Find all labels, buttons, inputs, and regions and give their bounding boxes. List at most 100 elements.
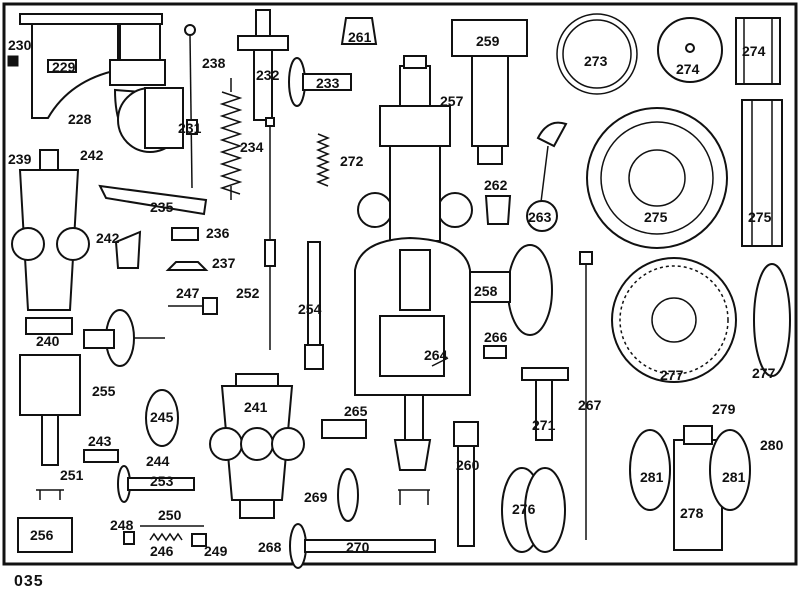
label-271: 271	[532, 417, 556, 433]
part-278-frame	[629, 425, 751, 551]
part-232-gear	[237, 9, 289, 121]
part-258-pulley	[469, 244, 553, 336]
label-279: 279	[712, 401, 736, 417]
label-269: 269	[304, 489, 328, 505]
label-261: 261	[348, 29, 372, 45]
part-271-spool	[521, 367, 569, 441]
part-240-pulley	[83, 309, 165, 367]
label-239: 239	[8, 151, 32, 167]
label-241: 241	[244, 399, 268, 415]
part-264-pointer	[431, 357, 449, 367]
part-261-cap	[340, 17, 378, 45]
label-233: 233	[316, 75, 340, 91]
part-242-clip	[114, 230, 142, 269]
part-237-wingnut	[165, 261, 209, 271]
label-275b: 275	[748, 209, 772, 225]
part-245-pulley	[145, 389, 179, 447]
part-270-shaft	[289, 523, 436, 569]
part-269-gear	[337, 468, 359, 522]
part-275-edge	[741, 99, 783, 247]
label-268: 268	[258, 539, 282, 555]
label-255: 255	[92, 383, 116, 399]
part-263-lever	[526, 121, 568, 232]
label-265: 265	[344, 403, 368, 419]
part-262-nozzle	[484, 195, 512, 225]
label-244: 244	[146, 453, 170, 469]
part-277-edge	[753, 263, 791, 377]
label-242a: 242	[80, 147, 104, 163]
label-229: 229	[52, 59, 76, 75]
label-277b: 277	[752, 365, 776, 381]
label-235: 235	[150, 199, 174, 215]
label-237: 237	[212, 255, 236, 271]
part-239-governor	[11, 149, 90, 500]
label-254: 254	[298, 301, 322, 317]
part-249-clip	[191, 533, 207, 547]
label-236: 236	[206, 225, 230, 241]
part-274-pulley	[735, 17, 781, 85]
label-238: 238	[202, 55, 226, 71]
part-256-base	[17, 517, 73, 553]
label-252: 252	[236, 285, 260, 301]
label-258: 258	[474, 283, 498, 299]
label-247: 247	[176, 285, 200, 301]
label-275a: 275	[644, 209, 668, 225]
label-253: 253	[150, 473, 174, 489]
part-276-pulley	[501, 467, 566, 553]
part-265-gear	[321, 419, 367, 439]
part-259-housing	[451, 19, 528, 165]
part-236-block	[171, 227, 199, 241]
part-238-rod	[184, 24, 198, 189]
label-264: 264	[424, 347, 448, 363]
label-263: 263	[528, 209, 552, 225]
part-235-strap	[98, 184, 208, 216]
part-248-pin	[123, 531, 135, 545]
label-230: 230	[8, 37, 32, 53]
label-278: 278	[680, 505, 704, 521]
label-231: 231	[178, 120, 202, 136]
part-234-spring	[219, 91, 243, 195]
part-277-wheel	[611, 257, 737, 383]
part-253-shaft	[117, 465, 195, 503]
label-266: 266	[484, 329, 508, 345]
label-270: 270	[346, 539, 370, 555]
label-246: 246	[150, 543, 174, 559]
label-274b: 274	[742, 43, 766, 59]
label-273: 273	[584, 53, 608, 69]
label-272: 272	[340, 153, 364, 169]
label-232: 232	[256, 67, 280, 83]
part-252-shaft	[264, 117, 276, 350]
label-281a: 281	[640, 469, 664, 485]
label-276: 276	[512, 501, 536, 517]
part-257-governor	[354, 55, 473, 505]
label-257: 257	[440, 93, 464, 109]
label-251: 251	[60, 467, 84, 483]
part-275-wheel	[586, 107, 728, 249]
label-259: 259	[476, 33, 500, 49]
label-234: 234	[240, 139, 264, 155]
label-274a: 274	[676, 61, 700, 77]
page-code: 035	[14, 573, 44, 590]
label-250: 250	[158, 507, 182, 523]
label-280: 280	[760, 437, 784, 453]
label-245: 245	[150, 409, 174, 425]
label-249: 249	[204, 543, 228, 559]
part-267-rod	[579, 251, 593, 540]
plate-border	[2, 2, 798, 566]
label-267: 267	[578, 397, 602, 413]
label-277a: 277	[660, 367, 684, 383]
part-246-spring	[149, 532, 183, 542]
part-243-worm	[83, 449, 119, 463]
part-272-spring	[315, 133, 331, 187]
part-247-screw	[168, 297, 218, 315]
label-228: 228	[68, 111, 92, 127]
part-266-nut	[483, 345, 507, 359]
label-248: 248	[110, 517, 134, 533]
part-228-bracket	[7, 13, 184, 153]
label-240: 240	[36, 333, 60, 349]
part-260-sleeve	[453, 421, 479, 547]
label-262: 262	[484, 177, 508, 193]
part-254-rod	[304, 241, 324, 370]
part-233-gear	[288, 57, 352, 107]
